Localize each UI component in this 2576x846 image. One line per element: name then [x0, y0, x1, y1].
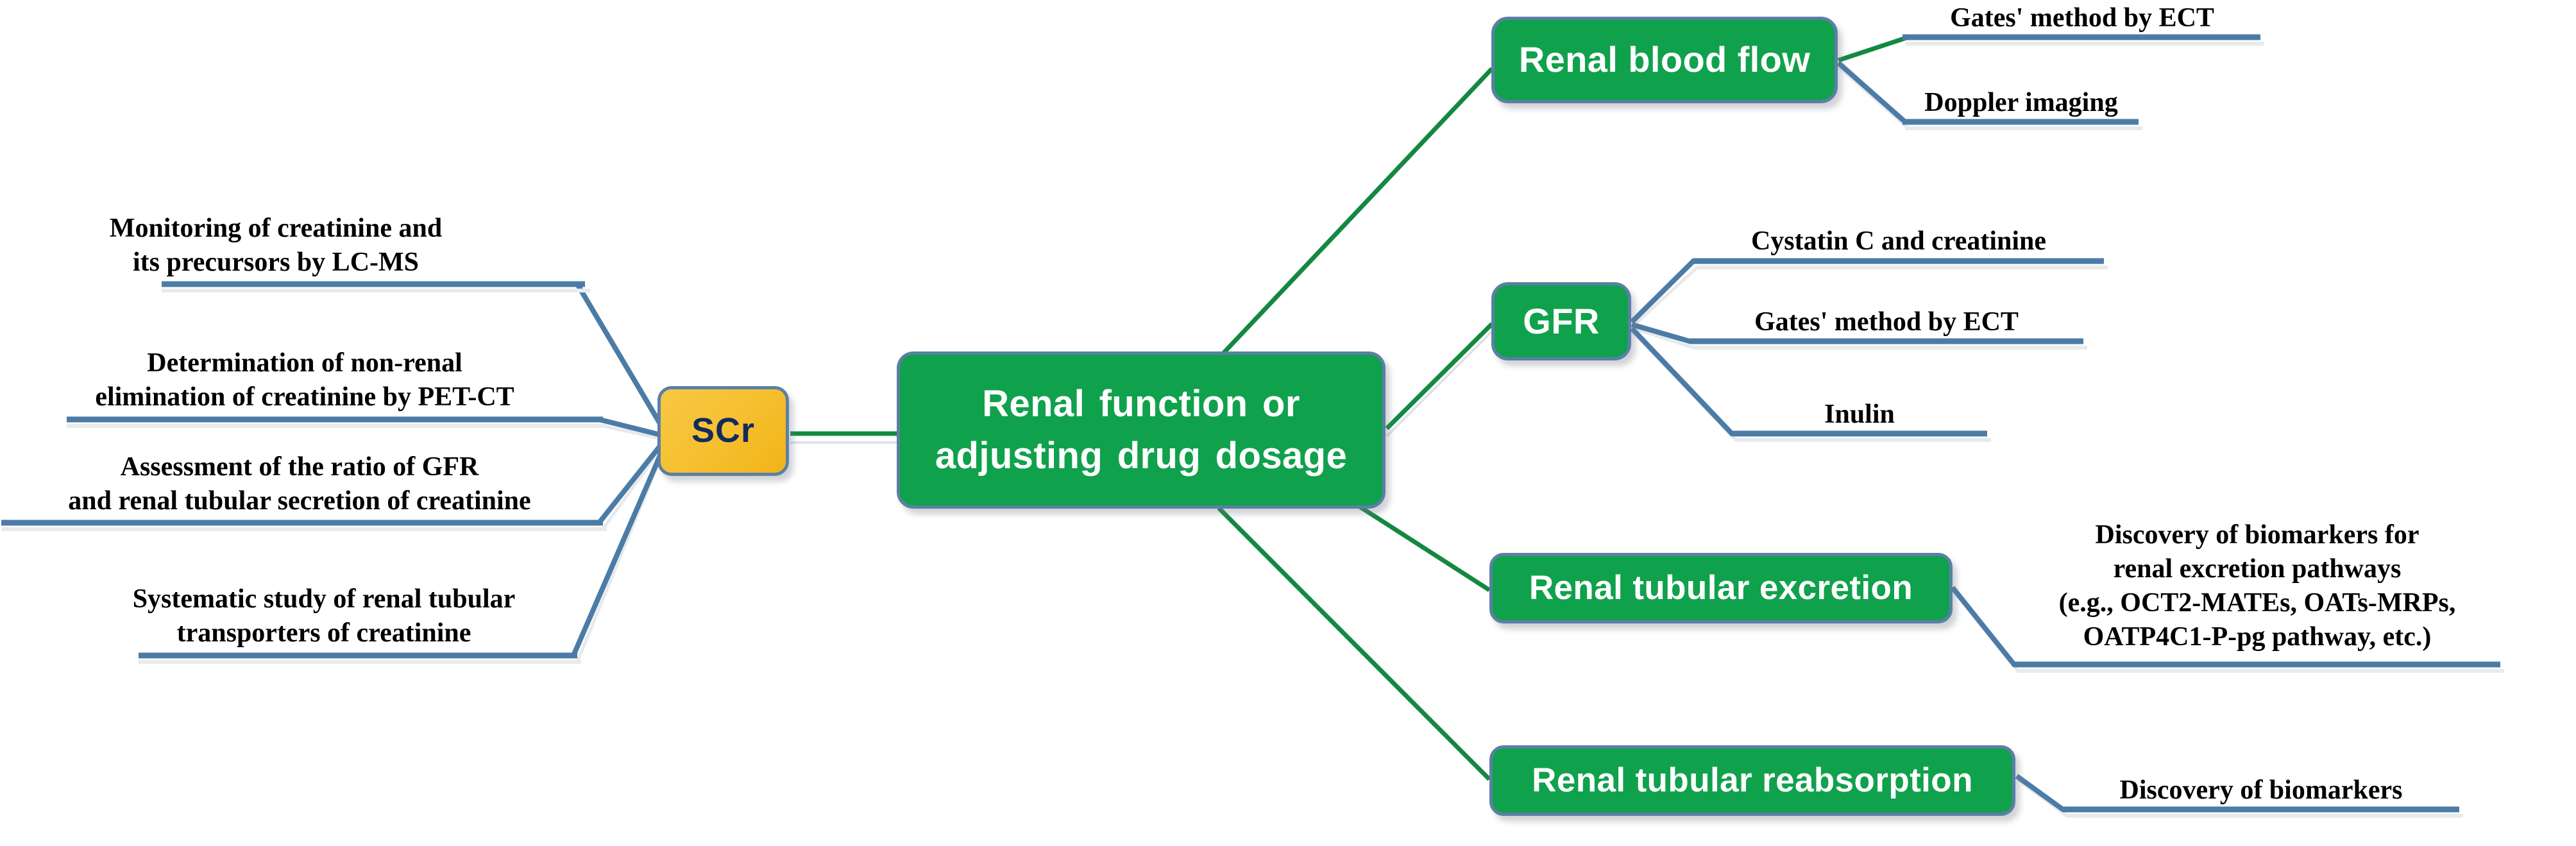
wire-rbf-to-child-1	[1837, 34, 2264, 63]
node-renal-blood-flow-label: Renal blood flow	[1518, 39, 1811, 80]
leaf-right-cystatin-c-creatinine: Cystatin C and creatinine	[1750, 226, 2047, 256]
node-renal-tubular-excretion-label: Renal tubular excretion	[1529, 568, 1913, 607]
node-gfr[interactable]: GFR	[1491, 282, 1631, 360]
leaf-right-gates-method-ect-rbf: Gates' method by ECT	[1950, 3, 2214, 33]
wire-center-to-renal-tubular-excretion	[1359, 505, 1491, 592]
node-central-topic-label: Renal function or adjusting drug dosage	[935, 383, 1348, 477]
node-renal-tubular-reabsorption-label: Renal tubular reabsorption	[1532, 761, 1973, 799]
leaf-right-discovery-biomarkers: Discovery of biomarkers	[2119, 775, 2403, 805]
node-renal-tubular-excretion[interactable]: Renal tubular excretion	[1489, 553, 1953, 623]
leaf-right-biomarkers-excretion-pathways: Discovery of biomarkers for renal excret…	[2058, 520, 2456, 652]
node-renal-tubular-reabsorption[interactable]: Renal tubular reabsorption	[1489, 745, 2015, 816]
node-gfr-label: GFR	[1523, 300, 1600, 341]
wire-center-to-gfr	[1385, 322, 1495, 437]
leaf-left-tubular-transporters: Systematic study of renal tubular transp…	[132, 584, 516, 648]
leaf-left-monitoring-creatinine: Monitoring of creatinine and its precurs…	[109, 214, 443, 277]
node-renal-blood-flow[interactable]: Renal blood flow	[1491, 17, 1838, 103]
leaf-left-non-renal-elimination: Determination of non-renal elimination o…	[95, 348, 514, 412]
leaf-right-gates-method-ect-gfr: Gates' method by ECT	[1754, 307, 2019, 337]
node-scr-label: SCr	[691, 411, 756, 450]
wire-scr-to-center	[790, 431, 898, 444]
leaf-right-inulin: Inulin	[1824, 400, 1895, 429]
leaf-right-doppler-imaging: Doppler imaging	[1924, 88, 2118, 117]
leaf-left-ratio-gfr-secretion: Assessment of the ratio of GFR and renal…	[68, 452, 531, 516]
wire-center-to-renal-tubular-reabsorption	[1217, 506, 1491, 781]
wire-center-to-renal-blood-flow	[1220, 67, 1494, 357]
node-scr[interactable]: SCr	[657, 386, 789, 476]
wire-scr-to-left-2	[67, 416, 661, 441]
node-central-topic[interactable]: Renal function or adjusting drug dosage	[897, 351, 1385, 509]
